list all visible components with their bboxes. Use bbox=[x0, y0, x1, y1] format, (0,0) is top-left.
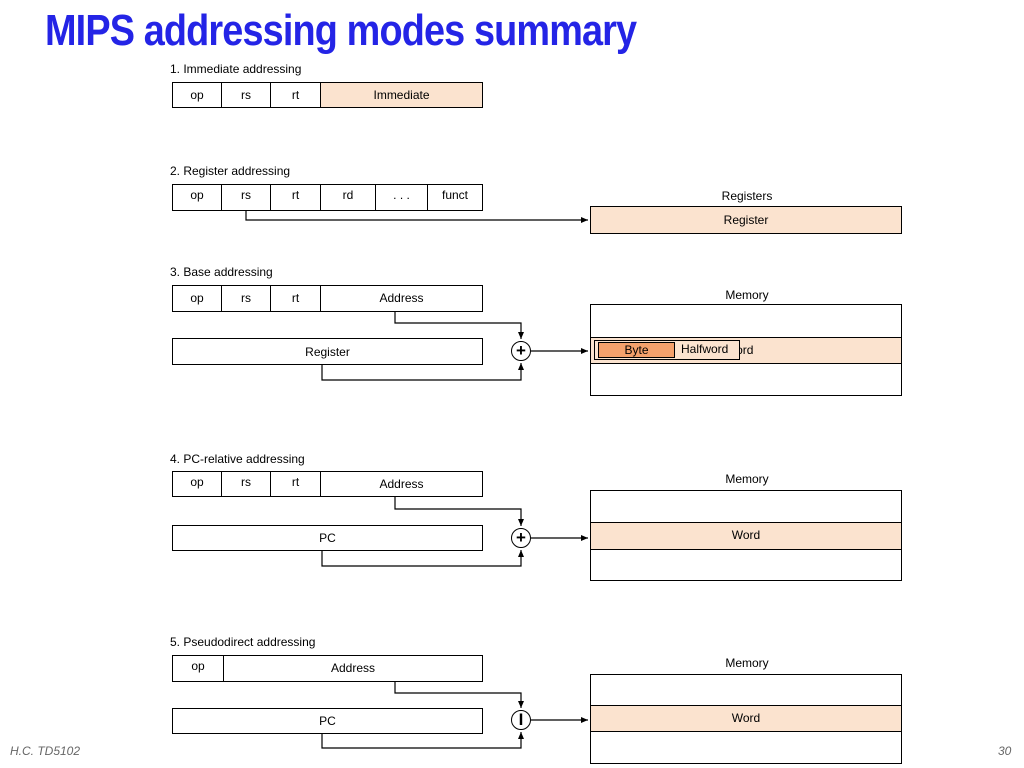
mode2-field-rt: rt bbox=[271, 184, 321, 211]
mode2-field-rs: rs bbox=[222, 184, 271, 211]
mode2-field-shamt: . . . bbox=[376, 184, 428, 211]
mode3-address-to-adder-wire bbox=[394, 312, 524, 339]
footer-course: H.C. TD5102 bbox=[10, 744, 81, 758]
mode4-field-rt: rt bbox=[271, 471, 321, 497]
registers-title: Registers bbox=[721, 189, 773, 203]
mode1-field-rs: rs bbox=[222, 82, 271, 108]
mode5-word-row: Word bbox=[590, 705, 902, 732]
mode4-address-to-adder-wire bbox=[394, 497, 524, 526]
mode2-field-rd: rd bbox=[321, 184, 376, 211]
mode5-pc-box: PC bbox=[172, 708, 483, 734]
mode3-adder: + bbox=[511, 341, 531, 361]
mode3-heading: 3. Base addressing bbox=[170, 265, 273, 279]
mode3-field-rt: rt bbox=[271, 285, 321, 312]
mode1-field-rt: rt bbox=[271, 82, 321, 108]
mode3-field-address: Address bbox=[321, 285, 483, 312]
mode4-word-row: Word bbox=[590, 522, 902, 550]
mode3-field-rs: rs bbox=[222, 285, 271, 312]
register-row: Register bbox=[590, 206, 902, 234]
mode5-field-op: op bbox=[172, 655, 224, 682]
mode5-field-address: Address bbox=[224, 655, 483, 682]
mode5-concat: I bbox=[511, 710, 531, 730]
mode3-register-to-adder-wire bbox=[321, 363, 524, 381]
mode1-field-immediate: Immediate bbox=[321, 82, 483, 108]
mode4-memory-title: Memory bbox=[725, 472, 769, 486]
mode2-field-funct: funct bbox=[428, 184, 483, 211]
mode4-field-rs: rs bbox=[222, 471, 271, 497]
mode4-field-op: op bbox=[172, 471, 222, 497]
mode5-pc-to-concat-wire bbox=[321, 732, 524, 749]
mode3-halfword-label: Halfword bbox=[681, 342, 729, 356]
mode2-field-op: op bbox=[172, 184, 222, 211]
page-title: MIPS addressing modes summary bbox=[45, 6, 637, 55]
mode2-rs-to-register-wire bbox=[245, 211, 588, 223]
footer-page-number: 30 bbox=[998, 744, 1012, 758]
mode2-heading: 2. Register addressing bbox=[170, 164, 291, 178]
mode4-heading: 4. PC-relative addressing bbox=[170, 452, 305, 466]
mode3-byte-box: Byte bbox=[598, 342, 675, 358]
mode5-heading: 5. Pseudodirect addressing bbox=[170, 635, 316, 649]
mode4-pc-to-adder-wire bbox=[321, 550, 524, 567]
mode3-field-op: op bbox=[172, 285, 222, 312]
mode4-pc-box: PC bbox=[172, 525, 483, 551]
mode4-adder: + bbox=[511, 528, 531, 548]
mode4-field-address: Address bbox=[321, 471, 483, 497]
mode5-memory-title: Memory bbox=[725, 656, 769, 670]
mode3-register-box: Register bbox=[172, 338, 483, 365]
mode1-field-op: op bbox=[172, 82, 222, 108]
mode5-address-to-concat-wire bbox=[394, 682, 524, 708]
mode1-heading: 1. Immediate addressing bbox=[170, 62, 302, 76]
mode3-memory-title: Memory bbox=[725, 288, 769, 302]
